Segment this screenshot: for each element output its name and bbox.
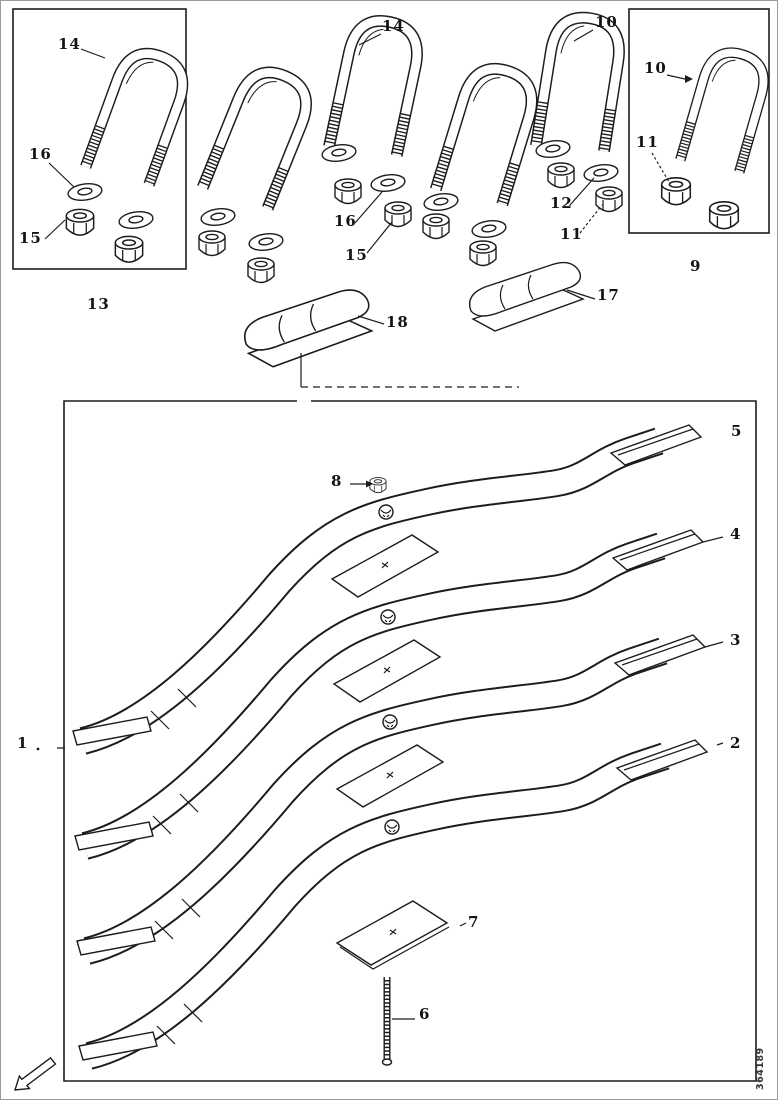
- left-kit-box: [12, 8, 187, 270]
- callout-right-kit: 9: [690, 257, 702, 275]
- callout-leaf-3: 3: [730, 631, 742, 649]
- callout-left-kit: 13: [87, 295, 110, 313]
- figure-number: 364189: [755, 1047, 766, 1090]
- callout-washer-left-kit: 16: [29, 145, 52, 163]
- callout-leaf-4: 4: [730, 525, 742, 543]
- callout-spring-pad-left: 18: [386, 313, 409, 331]
- callout-center-bolt: 6: [419, 1005, 431, 1023]
- callout-washer-right: 12: [550, 194, 573, 212]
- callout-nut-right: 11: [560, 225, 583, 243]
- spring-assembly-box: [63, 400, 757, 1082]
- callout-u-bolt-left-kit: 14: [58, 35, 81, 53]
- right-kit-box: [628, 8, 770, 234]
- callout-u-bolt-right-kit: 10: [644, 59, 667, 77]
- callout-u-bolt-middle: 14: [382, 17, 405, 35]
- callout-spring-pad-right: 17: [597, 286, 620, 304]
- callout-u-bolt-right: 10: [595, 13, 618, 31]
- callout-nut-middle: 15: [345, 246, 368, 264]
- callout-nut-left-kit: 15: [19, 229, 42, 247]
- direction-arrow-icon: [14, 1056, 57, 1091]
- callout-center-bolt-nut: 8: [331, 472, 343, 490]
- center-bolt: [381, 975, 393, 1066]
- callout-plate: 7: [468, 913, 480, 931]
- callout-spring-assembly: 1: [17, 734, 29, 752]
- callout-nut-right-kit: 11: [636, 133, 659, 151]
- callout-leaf-5: 5: [731, 422, 743, 440]
- callout-leaf-2: 2: [730, 734, 742, 752]
- callout-washer-middle: 16: [334, 212, 357, 230]
